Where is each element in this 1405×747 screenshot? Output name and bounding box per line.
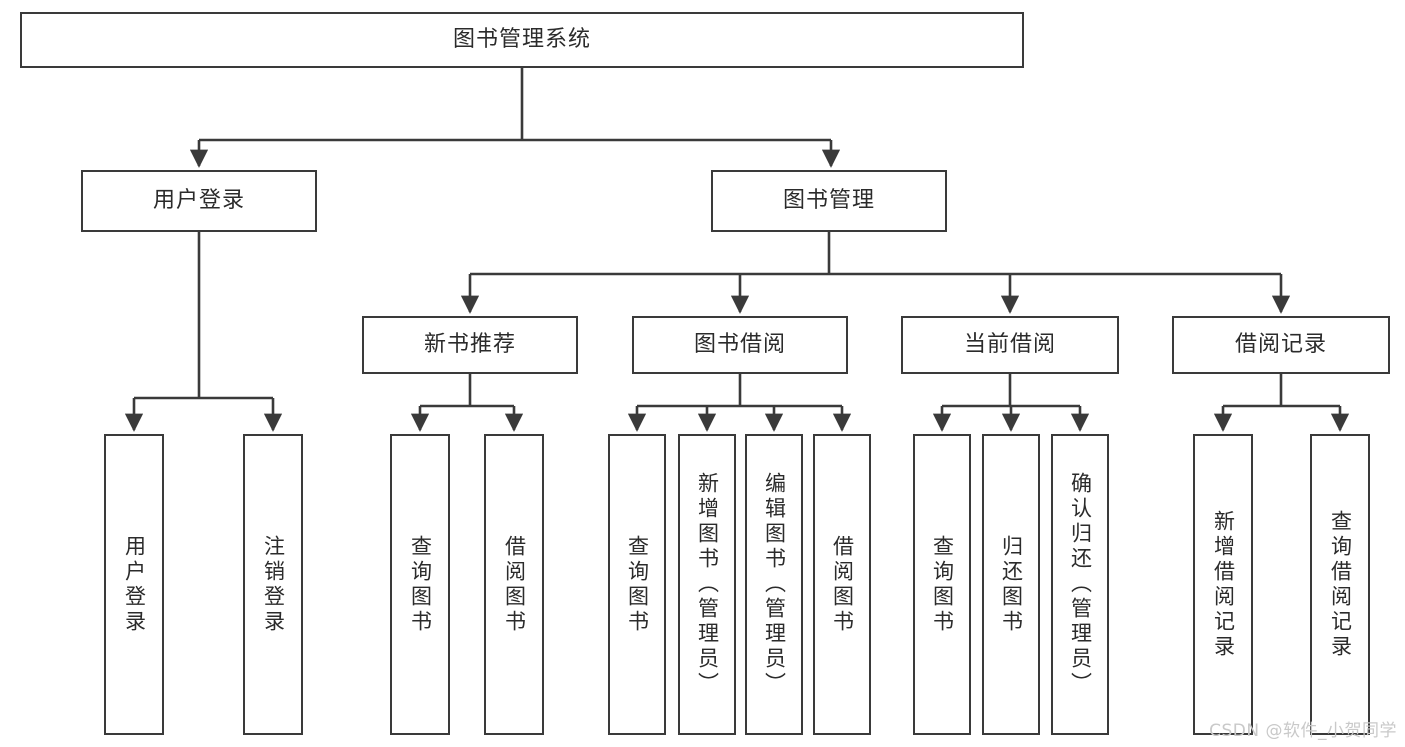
leaf-borrow-book-2[interactable]: 借阅图书 xyxy=(813,434,871,735)
leaf-label: 查询图书 xyxy=(625,534,650,635)
leaf-label: 编辑图书（管理员） xyxy=(762,472,787,697)
leaf-label: 查询借阅记录 xyxy=(1328,509,1353,660)
leaf-label: 借阅图书 xyxy=(502,534,527,635)
node-current-borrow[interactable]: 当前借阅 xyxy=(901,316,1119,374)
leaf-add-record[interactable]: 新增借阅记录 xyxy=(1193,434,1253,735)
leaf-label: 确认归还（管理员） xyxy=(1068,472,1093,697)
leaf-user-login[interactable]: 用户登录 xyxy=(104,434,164,735)
leaf-borrow-book-1[interactable]: 借阅图书 xyxy=(484,434,544,735)
leaf-return-book[interactable]: 归还图书 xyxy=(982,434,1040,735)
leaf-add-book[interactable]: 新增图书（管理员） xyxy=(678,434,736,735)
csdn-watermark: CSDN @软件_小贺同学 xyxy=(1209,721,1397,741)
leaf-label: 新增图书（管理员） xyxy=(695,472,720,697)
leaf-label: 借阅图书 xyxy=(830,534,855,635)
leaf-query-record[interactable]: 查询借阅记录 xyxy=(1310,434,1370,735)
node-book-borrow[interactable]: 图书借阅 xyxy=(632,316,848,374)
leaf-label: 新增借阅记录 xyxy=(1211,509,1236,660)
node-borrow-record[interactable]: 借阅记录 xyxy=(1172,316,1390,374)
leaf-query-book-1[interactable]: 查询图书 xyxy=(390,434,450,735)
leaf-label: 查询图书 xyxy=(408,534,433,635)
leaf-query-book-2[interactable]: 查询图书 xyxy=(608,434,666,735)
leaf-confirm-return[interactable]: 确认归还（管理员） xyxy=(1051,434,1109,735)
node-new-book-recommend[interactable]: 新书推荐 xyxy=(362,316,578,374)
leaf-logout[interactable]: 注销登录 xyxy=(243,434,303,735)
leaf-label: 查询图书 xyxy=(930,534,955,635)
leaf-label: 注销登录 xyxy=(261,534,286,635)
node-user-login[interactable]: 用户登录 xyxy=(81,170,317,232)
leaf-label: 归还图书 xyxy=(999,534,1024,635)
leaf-query-book-3[interactable]: 查询图书 xyxy=(913,434,971,735)
node-book-manage[interactable]: 图书管理 xyxy=(711,170,947,232)
leaf-label: 用户登录 xyxy=(122,534,147,635)
leaf-edit-book[interactable]: 编辑图书（管理员） xyxy=(745,434,803,735)
node-root[interactable]: 图书管理系统 xyxy=(20,12,1024,68)
